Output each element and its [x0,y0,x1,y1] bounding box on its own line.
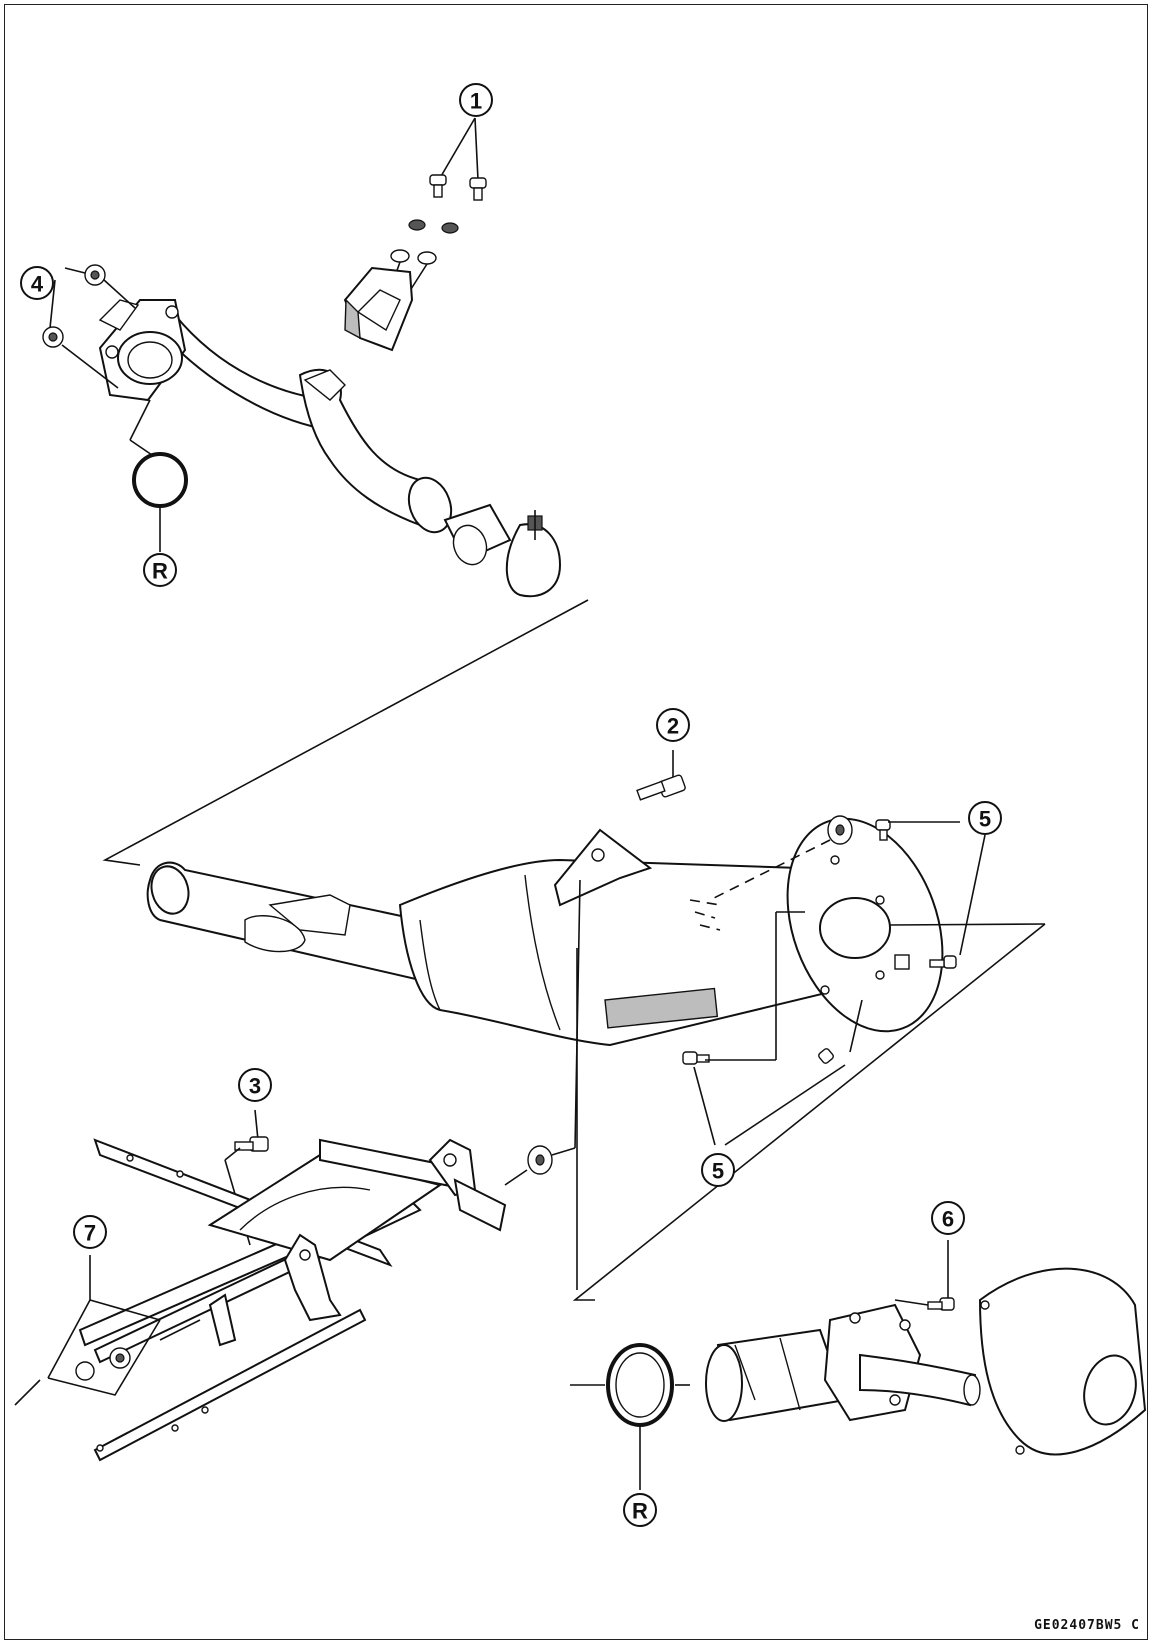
svg-text:5: 5 [712,1159,724,1184]
muffler-assembly [146,750,1046,1301]
callout-r-upper: R [143,553,177,587]
callout-3: 3 [238,1068,272,1102]
silencer-insert-assembly [570,1240,1147,1490]
bolt-2 [636,774,686,801]
bolt-1b [469,177,487,201]
callout-r-lower: R [623,1493,657,1527]
bolt-6 [927,1297,955,1311]
svg-text:1: 1 [470,89,482,114]
bolt-3 [234,1136,269,1152]
frame-bracket-assembly [14,879,581,1462]
callout-5-lower: 5 [701,1153,735,1187]
figure-reference-code: GE02407BW5 C [1034,1618,1140,1633]
svg-text:2: 2 [667,714,679,739]
svg-text:R: R [632,1499,648,1524]
exhaust-pipe-assembly [42,117,589,866]
callout-4: 4 [20,266,54,300]
callout-6: 6 [931,1201,965,1235]
callout-2: 2 [656,708,690,742]
callout-7: 7 [73,1215,107,1249]
svg-text:3: 3 [249,1074,261,1099]
svg-text:4: 4 [31,272,44,297]
bolt-1a [429,174,447,198]
svg-text:6: 6 [942,1207,954,1232]
callout-1: 1 [459,83,493,117]
svg-text:7: 7 [84,1221,96,1246]
svg-text:5: 5 [979,807,991,832]
diagram-frame [4,4,1148,1640]
callout-5-upper: 5 [968,801,1002,835]
svg-text:R: R [152,559,168,584]
